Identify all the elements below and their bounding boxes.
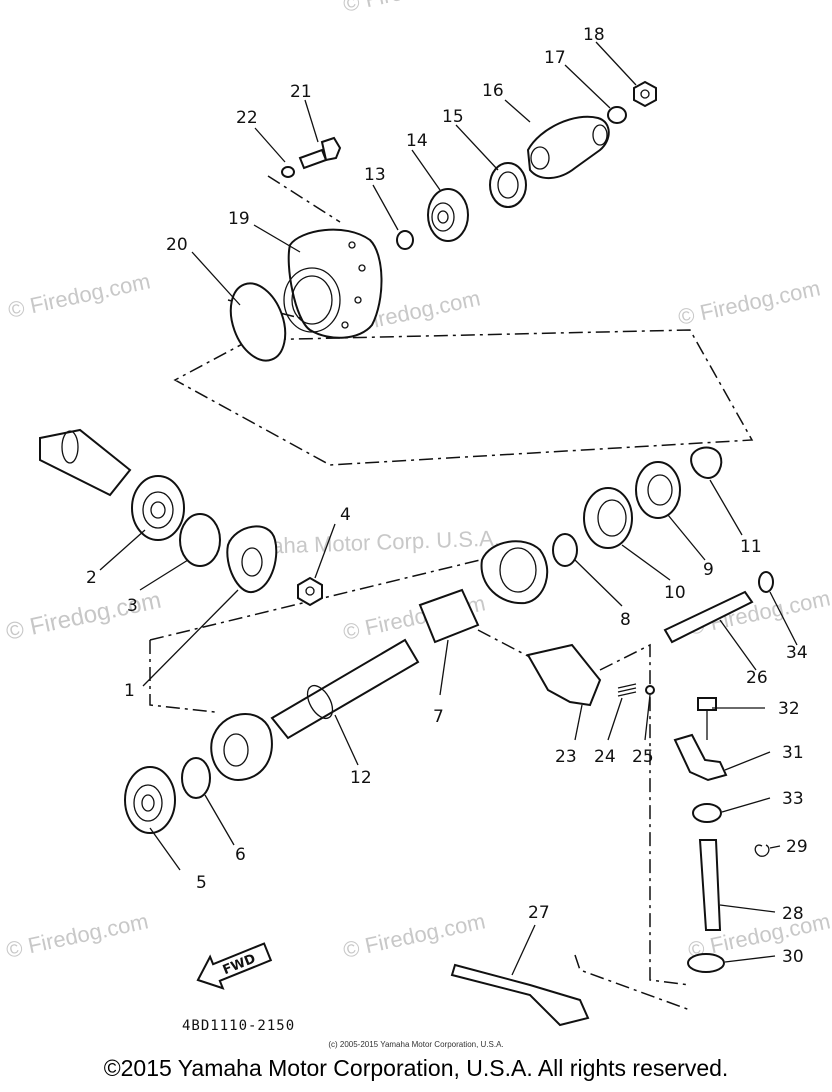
plate-part-30 [687,953,725,973]
callout-12: 12 [350,768,372,788]
shaft-part-28 [698,839,722,931]
rod-part-26 [663,590,754,644]
watermark: © Firedog.com [676,275,823,330]
callout-7: 7 [433,707,444,727]
callout-labels: 1 2 3 4 5 6 7 8 9 10 11 12 13 14 15 16 1… [86,25,808,967]
callout-1: 1 [124,681,135,701]
callout-17: 17 [544,48,566,68]
seal-part-9 [635,461,681,519]
callout-25: 25 [632,747,654,767]
fork-part-23 [526,643,602,707]
leader-lines [99,41,798,976]
shim-part-8 [552,533,578,567]
callout-18: 18 [583,25,605,45]
pinion-gear [210,713,273,782]
footer-copyright: ©2015 Yamaha Motor Corporation, U.S.A. A… [103,1055,729,1081]
callout-11: 11 [740,537,762,557]
callout-29: 29 [786,837,808,857]
watermark: © Firedog.com [4,908,151,963]
washer-part-17 [607,106,627,124]
ring-part-15 [489,162,527,208]
small-copyright: (c) 2005-2015 Yamaha Motor Corporation, … [328,1040,504,1049]
gear-part-1 [226,525,278,594]
lever-part-31 [673,733,728,782]
fwd-arrow-icon: FWD [196,942,273,990]
callout-32: 32 [778,699,800,719]
callout-3: 3 [127,596,138,616]
callout-4: 4 [340,505,351,525]
parts [39,80,774,1027]
gasket-part-20 [229,282,287,362]
callout-28: 28 [782,904,804,924]
callout-21: 21 [290,82,312,102]
housing-part-19 [287,228,383,339]
watermark: © Firedog.com [4,587,164,646]
callout-27: 27 [528,903,550,923]
callout-6: 6 [235,845,246,865]
callout-19: 19 [228,209,250,229]
callout-15: 15 [442,107,464,127]
callout-14: 14 [406,131,428,151]
clip-part-11 [690,446,723,480]
bearing-part-5 [124,766,176,834]
callout-22: 22 [236,108,258,128]
spring-part-24 [617,683,637,697]
watermark: © Firedog.com [6,268,153,323]
shaft-part-27 [450,963,590,1027]
diagram-reference: 4BD1110-2150 [182,1018,295,1034]
callout-10: 10 [664,583,686,603]
callout-8: 8 [620,610,631,630]
watermark: © Firedog.com [341,0,488,17]
oring-part-3 [179,513,221,567]
callout-24: 24 [594,747,616,767]
callout-16: 16 [482,81,504,101]
nut-part-4 [297,576,323,607]
drive-shaft [39,428,132,497]
callout-13: 13 [364,165,386,185]
nut-part-18 [633,80,657,108]
bearing-part-2 [131,475,185,541]
callout-31: 31 [782,743,804,763]
pinion-shaft-part-12 [270,638,420,740]
bolt-part-21 [298,148,328,170]
ball-part-25 [645,685,655,695]
callout-9: 9 [703,560,714,580]
callout-20: 20 [166,235,188,255]
bearing-part-10 [583,487,633,549]
oring-part-34 [758,571,774,593]
watermark: © Firedog.com [341,908,488,963]
shim-part-6 [181,757,211,799]
washer-part-22 [281,166,295,178]
clip-part-29 [754,844,770,857]
ring-gear [480,540,549,605]
cap-part-33 [692,803,722,823]
callout-23: 23 [555,747,577,767]
callout-33: 33 [782,789,804,809]
callout-26: 26 [746,668,768,688]
clutch-part-7 [418,588,480,644]
washer-part-13 [396,230,414,250]
callout-34: 34 [786,643,808,663]
callout-2: 2 [86,568,97,588]
callout-30: 30 [782,947,804,967]
callout-5: 5 [196,873,207,893]
